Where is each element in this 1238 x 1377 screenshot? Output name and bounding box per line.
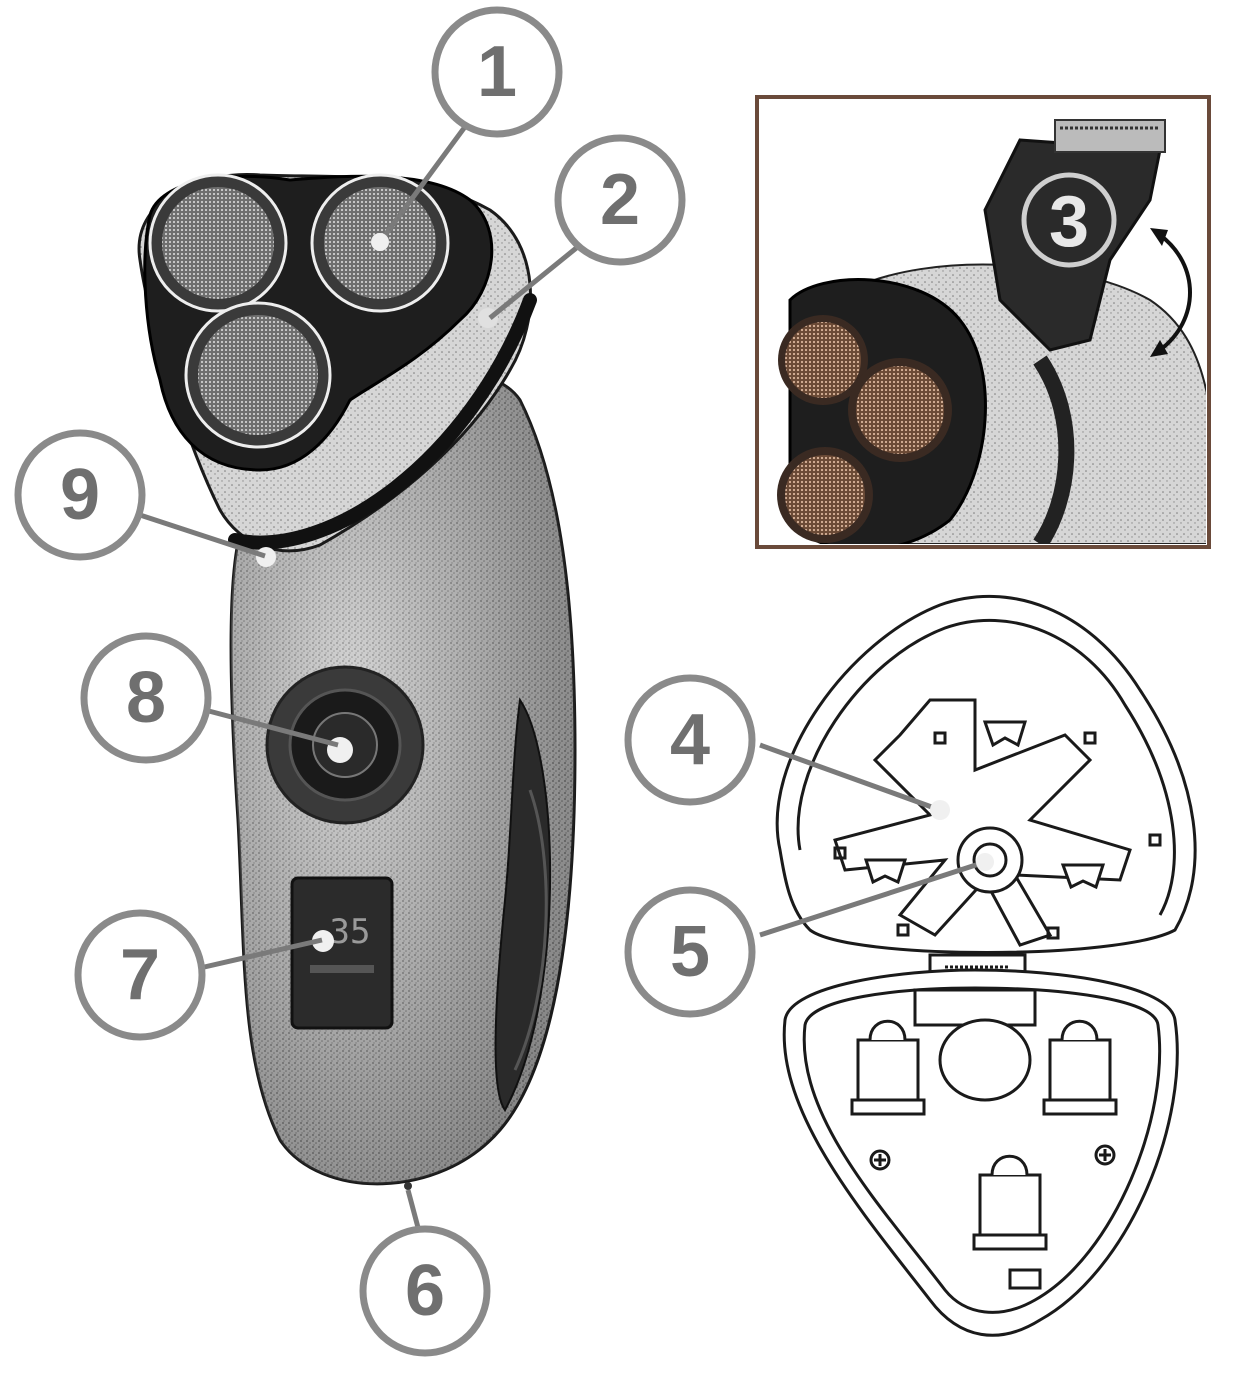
callout-5-label: 5 (670, 912, 710, 992)
lcd-display: 35 (290, 876, 394, 1030)
callout-8-label: 8 (126, 658, 166, 738)
charging-socket (404, 1182, 412, 1190)
callout-3-label: 3 (1049, 182, 1089, 262)
callout-1-label: 1 (477, 32, 517, 112)
callout-9-label: 9 (60, 455, 100, 535)
callout-4: 4 (624, 674, 756, 806)
cutter-holder-frame (833, 698, 1132, 947)
display-readout: 35 (330, 912, 371, 952)
leader-lines (139, 118, 986, 1236)
open-head-unit-case (775, 594, 1197, 1337)
foil-head-bottom (184, 301, 332, 449)
callout-7: 7 (74, 909, 206, 1041)
callout-1: 1 (431, 6, 563, 138)
screw-right (1094, 1144, 1116, 1166)
callout-8: 8 (80, 632, 212, 764)
leader-9 (139, 512, 266, 559)
screw-left (869, 1149, 891, 1171)
callout-4-label: 4 (670, 700, 710, 780)
callout-9: 9 (14, 429, 146, 561)
leader-2 (488, 243, 582, 320)
callout-2-label: 2 (600, 160, 640, 240)
case-latch (1008, 1268, 1042, 1290)
callout-2: 2 (554, 134, 686, 266)
head-collar-ring (228, 293, 537, 550)
battery-post-right (1042, 1019, 1118, 1116)
callout-5: 5 (624, 886, 756, 1018)
battery-post-left (850, 1019, 926, 1116)
foil-head-left (148, 173, 288, 313)
leader-4 (759, 742, 941, 813)
callout-3: 3 (1021, 172, 1117, 268)
trimmer-inset (755, 95, 1211, 549)
leader-7 (199, 937, 323, 971)
callout-6: 6 (359, 1225, 491, 1357)
leader-1 (377, 118, 473, 244)
leader-8 (204, 707, 339, 748)
callout-6-label: 6 (405, 1251, 445, 1331)
trimmer-motion-arrow (1158, 233, 1192, 352)
power-button (265, 665, 425, 825)
battery-post-bottom (972, 1154, 1048, 1251)
callout-7-label: 7 (120, 935, 160, 1015)
shaver-main-unit: 35 (137, 172, 577, 1190)
leader-5 (759, 859, 986, 938)
trimmer-release (256, 547, 276, 567)
